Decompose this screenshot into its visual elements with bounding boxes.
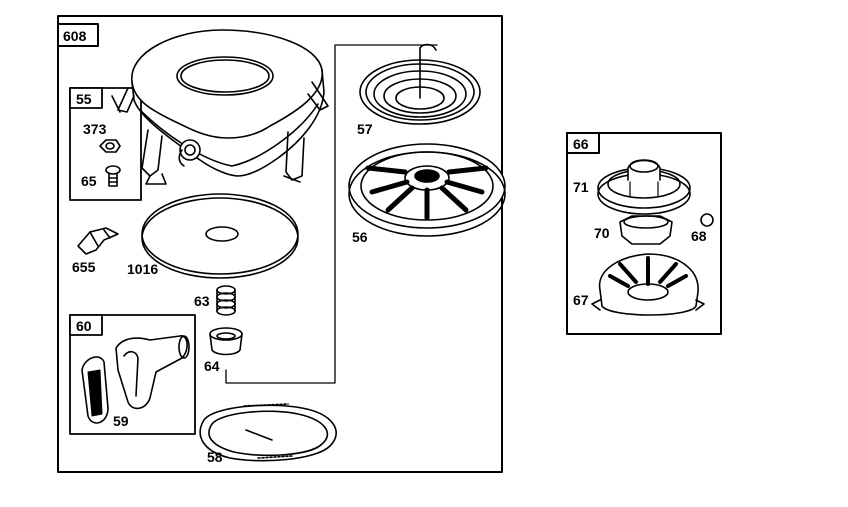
- ball-68-drawing: [700, 213, 714, 227]
- cup-64-drawing: [209, 327, 243, 356]
- side-assembly-tag: [566, 132, 600, 154]
- side-assembly-frame: [566, 132, 722, 335]
- label-71: 71: [573, 179, 589, 195]
- hub-71-drawing: [597, 159, 691, 215]
- cup-67-drawing: [591, 253, 705, 316]
- label-655: 655: [72, 259, 96, 275]
- screen-1016-drawing: [141, 193, 299, 279]
- label-59: 59: [113, 413, 129, 429]
- label-64: 64: [204, 358, 220, 374]
- spring-63-drawing: [216, 285, 236, 316]
- sub-box-55-number: 55: [76, 91, 92, 107]
- sub-box-55-frame: [69, 87, 142, 201]
- label-57: 57: [357, 121, 373, 137]
- label-63: 63: [194, 293, 210, 309]
- sub-box-60-number: 60: [76, 318, 92, 334]
- label-65: 65: [81, 173, 97, 189]
- rope-58-drawing: [199, 403, 337, 462]
- main-assembly-frame: [57, 15, 503, 473]
- label-67: 67: [573, 292, 589, 308]
- pulley-56-drawing: [348, 143, 506, 237]
- main-assembly-tag: [57, 23, 99, 47]
- sub-box-55-tag: [69, 87, 103, 109]
- label-56: 56: [352, 229, 368, 245]
- nut-373-drawing: [99, 139, 121, 153]
- ratchet-70-drawing: [619, 215, 673, 245]
- label-373: 373: [83, 121, 107, 137]
- label-70: 70: [594, 225, 610, 241]
- leader-bracket-line: [225, 44, 438, 384]
- label-1016: 1016: [127, 261, 158, 277]
- blower-housing-drawing: [111, 29, 329, 185]
- label-58: 58: [207, 449, 223, 465]
- main-assembly-number: 608: [63, 28, 87, 44]
- handle-59-drawing: [81, 335, 190, 424]
- sub-box-60-frame: [69, 314, 196, 435]
- side-assembly-number: 66: [573, 136, 589, 152]
- spring-57-drawing: [359, 43, 481, 125]
- clip-655-drawing: [77, 227, 119, 255]
- sub-box-60-tag: [69, 314, 103, 336]
- label-68: 68: [691, 228, 707, 244]
- screw-65-drawing: [105, 165, 121, 187]
